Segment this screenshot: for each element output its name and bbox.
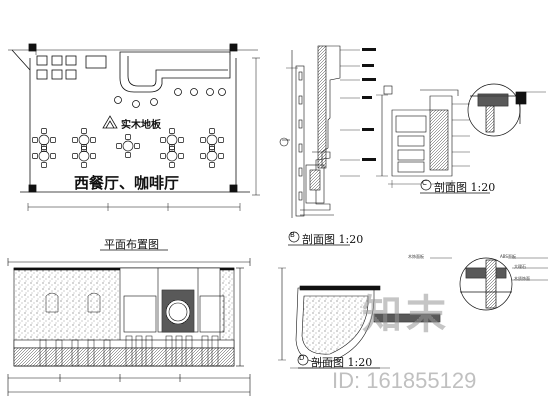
detail-label-1: ABS面板 [500, 254, 516, 259]
section-b-leader-text [362, 48, 376, 161]
dining-table-set [200, 128, 224, 152]
floor-plan [8, 43, 260, 211]
detail-circle-d [430, 257, 548, 311]
section-c-leaders [452, 103, 470, 167]
dining-table-set [72, 128, 96, 152]
detail-label-3: 木质饰面 [514, 276, 530, 281]
dining-table-set [160, 128, 184, 152]
room-name-label: 西餐厅、咖啡厅 [74, 174, 180, 192]
elevation-drawing [7, 258, 251, 396]
section-b-caption: 剖面图 1:20 [302, 233, 364, 246]
dining-table-set [32, 128, 56, 152]
elevation-columns [39, 292, 219, 367]
detail-label-2: 大理石 [514, 264, 526, 269]
caption-underlines [100, 192, 490, 369]
section-b-drawing [279, 45, 341, 218]
dining-table-set [72, 144, 96, 168]
detail-circle-c [467, 83, 546, 137]
section-b-leaders [340, 49, 360, 177]
floor-plan-caption: 平面布置图 [104, 238, 159, 251]
dining-table-set [160, 144, 184, 168]
flooring-logo [102, 115, 118, 129]
detail-c-marker-box [383, 85, 393, 95]
dining-table-set [200, 144, 224, 168]
flooring-logo-text: 实木地板 [121, 120, 161, 131]
section-b-marker: B [290, 231, 295, 239]
dining-table-set [116, 134, 140, 158]
dining-table-set [32, 144, 56, 168]
section-d-caption: 剖面图 1:20 [311, 356, 373, 369]
watermark-id: ID: 161855129 [332, 368, 477, 393]
watermark-brand: 知末 [362, 292, 450, 338]
dining-tables [32, 128, 224, 168]
section-d-marker: D [299, 354, 305, 362]
detail-label-4: 木饰面板 [408, 254, 424, 259]
section-d-drawing [278, 267, 441, 369]
section-c-drawing [376, 89, 459, 188]
section-c-caption: 剖面图 1:20 [434, 181, 496, 194]
section-c-marker: C [422, 179, 427, 187]
caption-markers [288, 179, 432, 366]
